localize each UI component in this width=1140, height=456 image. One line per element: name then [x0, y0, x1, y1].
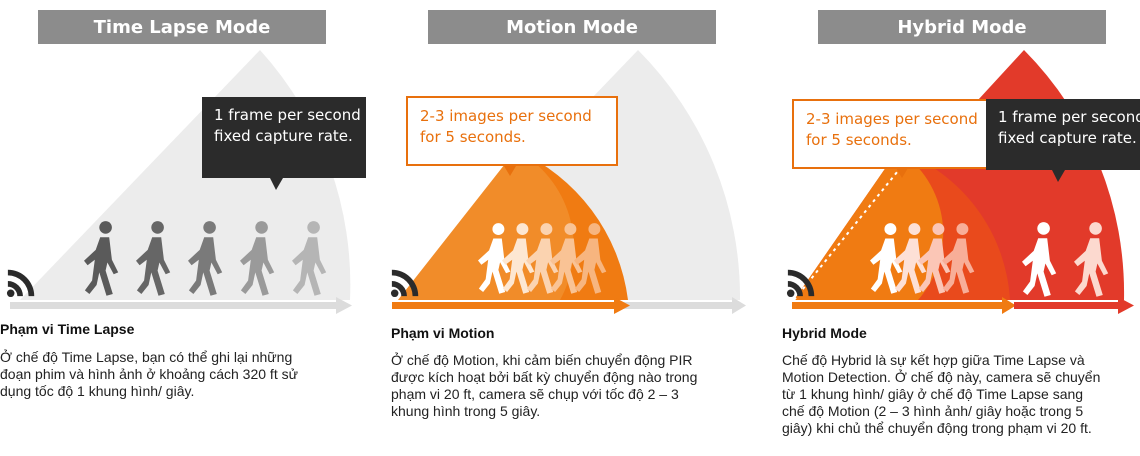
wifi-signal-icon [390, 269, 419, 298]
arrow-right-icon [614, 297, 630, 314]
wifi-signal-icon [786, 269, 815, 298]
callout-line: 1 frame per second [998, 108, 1140, 126]
section-heading: Phạm vi Time Lapse [0, 321, 135, 337]
section-heading: Hybrid Mode [782, 325, 867, 341]
callout-motion-rate: 2-3 images per second for 5 seconds. [792, 99, 994, 169]
callout-line: for 5 seconds. [420, 128, 526, 146]
description-line: từ 1 khung hình/ giây ở chế độ Time Laps… [782, 386, 1084, 402]
range-bar-motion [392, 302, 614, 309]
description-line: Chế độ Hybrid là sự kết hợp giữa Time La… [782, 352, 1085, 368]
range-bar-time-lapse [1014, 302, 1118, 309]
tab-motion: Motion Mode [428, 10, 716, 44]
description-line: Ở chế độ Time Lapse, bạn có thể ghi lại … [0, 349, 293, 365]
range-bar [10, 302, 336, 309]
description-line: được kích hoạt bởi bất kỳ chuyển động nà… [391, 369, 698, 385]
section-heading: Phạm vi Motion [391, 325, 495, 341]
description-line: phạm vi 20 ft, camera sẽ chụp với tốc độ… [391, 386, 679, 402]
callout-line: for 5 seconds. [806, 131, 912, 149]
motion-illustration [390, 50, 746, 314]
time-lapse-panel: Time Lapse Mode 1 frame per second fixed… [0, 0, 380, 456]
description-line: dụng tốc độ 1 khung hình/ giây. [0, 383, 195, 399]
hybrid-panel: Hybrid Mode 2-3 images per second for 5 … [778, 0, 1140, 456]
motion-panel: Motion Mode 2-3 images per second for 5 … [388, 0, 764, 456]
callout-frame-rate: 1 frame per second fixed capture rate. [986, 99, 1140, 170]
callout-line: fixed capture rate. [214, 127, 353, 145]
callout-frame-rate: 1 frame per second fixed capture rate. [202, 97, 366, 178]
description-line: giây) khi chủ thể chuyển động trong phạm… [782, 420, 1092, 436]
arrow-right-icon [336, 297, 352, 314]
arrow-right-icon [1118, 297, 1134, 314]
description-line: khung hình trong 5 giây. [391, 403, 541, 419]
wifi-signal-icon [6, 269, 35, 298]
section-description: Ở chế độ Time Lapse, bạn có thể ghi lại … [0, 349, 298, 400]
section-description: Ở chế độ Motion, khi cảm biến chuyển độn… [391, 352, 697, 420]
tab-hybrid: Hybrid Mode [818, 10, 1106, 44]
description-line: Ở chế độ Motion, khi cảm biến chuyển độn… [391, 352, 693, 368]
callout-line: 2-3 images per second [420, 107, 592, 125]
description-line: đoạn phim và hình ảnh ở khoảng cách 320 … [0, 366, 298, 382]
callout-motion-rate: 2-3 images per second for 5 seconds. [406, 96, 618, 166]
callout-line: fixed capture rate. [998, 129, 1137, 147]
description-line: Motion Detection. Ở chế độ này, camera s… [782, 369, 1101, 385]
description-line: chế độ Motion (2 – 3 hình ảnh/ giây hoặc… [782, 403, 1084, 419]
tab-time-lapse: Time Lapse Mode [38, 10, 326, 44]
range-bar-motion [792, 302, 1002, 309]
section-description: Chế độ Hybrid là sự kết hợp giữa Time La… [782, 352, 1100, 437]
callout-line: 1 frame per second [214, 106, 361, 124]
callout-line: 2-3 images per second [806, 110, 978, 128]
